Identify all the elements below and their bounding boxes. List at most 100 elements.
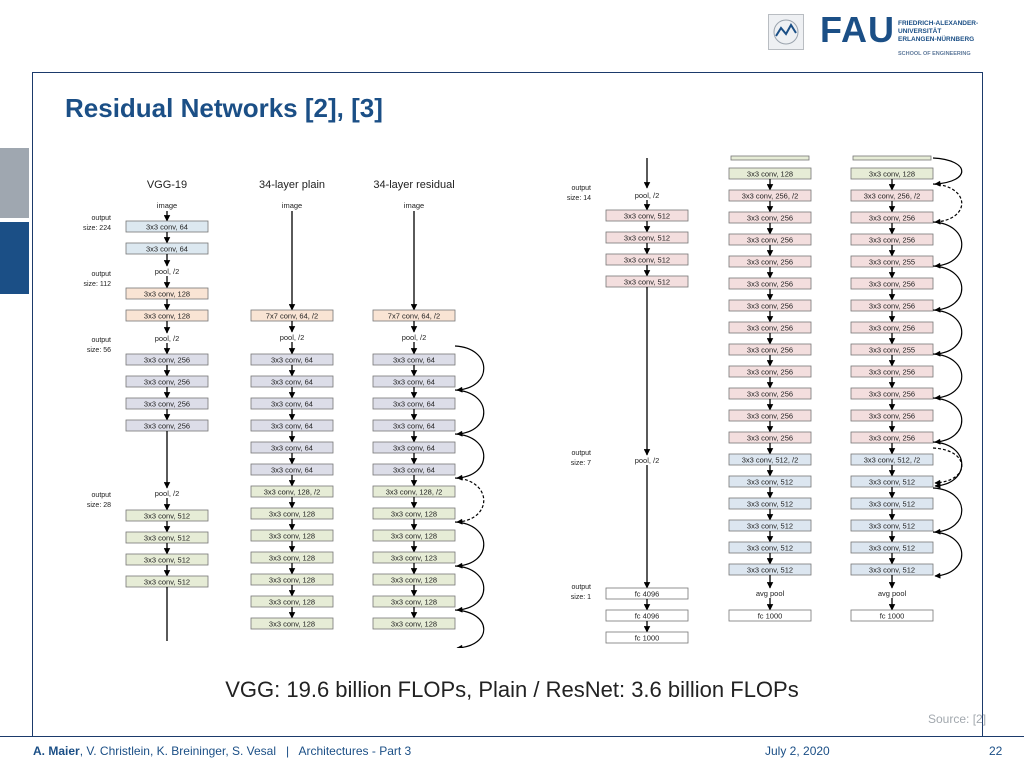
- layer-label: pool, /2: [155, 334, 180, 343]
- layer-label: 3x3 conv, 256: [747, 280, 793, 289]
- layer-label: 3x3 conv, 512, /2: [742, 456, 799, 465]
- layer-label: 3x3 conv, 512: [747, 478, 793, 487]
- layer-label: 3x3 conv, 256: [747, 434, 793, 443]
- flops-caption: VGG: 19.6 billion FLOPs, Plain / ResNet:…: [225, 677, 799, 702]
- layer-label: 3x3 conv, 255: [869, 346, 915, 355]
- output-size-label: output: [572, 450, 592, 457]
- layer-label: pool, /2: [635, 456, 660, 465]
- layer-label: 3x3 conv, 128: [391, 510, 437, 519]
- footer-lecture: Architectures - Part 3: [298, 744, 412, 758]
- fau-logo: FAU: [820, 9, 895, 50]
- layer-label: 3x3 conv, 256: [869, 390, 915, 399]
- vgg-header: VGG-19: [147, 179, 187, 191]
- layer-label: 3x3 conv, 64: [393, 356, 435, 365]
- identity-shortcut: [932, 309, 963, 357]
- layer-label: 3x3 conv, 512, /2: [864, 456, 921, 465]
- layer-label: 3x3 conv, 64: [271, 444, 313, 453]
- layer-label: 3x3 conv, 256: [869, 412, 915, 421]
- output-size-label: size: 112: [84, 281, 112, 288]
- output-size-label: size: 224: [83, 225, 111, 232]
- university-name-line-3: ERLANGEN-NÜRNBERG: [898, 36, 975, 43]
- resnet-architecture-figure: VGG-19 34-layer plain 34-layer residual ima…: [83, 155, 963, 648]
- layer-label: 3x3 conv, 128: [747, 170, 793, 179]
- identity-shortcut: [454, 521, 485, 569]
- layer-label: pool, /2: [155, 489, 180, 498]
- vgg-image-label: image: [157, 201, 177, 210]
- residual-header: 34-layer residual: [373, 179, 454, 191]
- layer-label: 3x3 conv, 256: [747, 390, 793, 399]
- layer-label: 3x3 conv, 512: [869, 478, 915, 487]
- layer-label: 3x3 conv, 256: [747, 324, 793, 333]
- layer-label: pool, /2: [635, 191, 660, 200]
- layer-label: 3x3 conv, 256: [869, 324, 915, 333]
- output-size-label: output: [572, 185, 592, 192]
- layer-label: 3x3 conv, 256: [144, 356, 190, 365]
- layer-label: 3x3 conv, 256, /2: [864, 192, 921, 201]
- layer-label: 3x3 conv, 256: [869, 236, 915, 245]
- identity-shortcut: [932, 397, 963, 445]
- layer-label: 3x3 conv, 512: [869, 522, 915, 531]
- projection-shortcut: [454, 477, 485, 525]
- layer-label: 3x3 conv, 256: [747, 412, 793, 421]
- layer-label: 3x3 conv, 512: [144, 578, 190, 587]
- layer-label: 3x3 conv, 64: [271, 466, 313, 475]
- layer-box: [372, 617, 456, 630]
- layer-label: 3x3 conv, 512: [144, 534, 190, 543]
- identity-shortcut: [932, 531, 963, 579]
- identity-shortcut: [454, 345, 485, 393]
- layer-label: 3x3 conv, 128: [269, 620, 315, 629]
- frame-right-line: [982, 72, 983, 736]
- layer-label: 3x3 conv, 64: [393, 400, 435, 409]
- layer-label: 3x3 conv, 128: [869, 170, 915, 179]
- source-note: Source: [2]: [928, 712, 987, 726]
- layer-label: 3x3 conv, 512: [747, 544, 793, 553]
- layer-label: 3x3 conv, 64: [271, 400, 313, 409]
- output-size-label: output: [92, 492, 112, 499]
- layer-label: 3x3 conv, 256: [869, 368, 915, 377]
- layer-box: [250, 617, 334, 630]
- layer-label: fc 4096: [635, 590, 660, 599]
- identity-shortcut: [454, 389, 485, 437]
- footer-date: July 2, 2020: [765, 744, 830, 758]
- identity-shortcut: [932, 265, 963, 313]
- layer-label: 3x3 conv, 256: [747, 214, 793, 223]
- department-logo-icon: [768, 14, 804, 50]
- layer-label: pool, /2: [155, 267, 180, 276]
- layer-label: 3x3 conv, 64: [393, 378, 435, 387]
- layer-label: 3x3 conv, 64: [146, 245, 188, 254]
- output-size-label: output: [572, 584, 592, 591]
- plain-image-label: image: [282, 201, 302, 210]
- layer-label: 3x3 conv, 256: [747, 346, 793, 355]
- projection-shortcut: [932, 183, 963, 225]
- layer-box: [728, 609, 812, 622]
- layer-label: 3x3 conv, 256: [747, 236, 793, 245]
- layer-label: 7x7 conv, 64, /2: [266, 312, 318, 321]
- plain-header: 34-layer plain: [259, 179, 325, 191]
- layer-label: 3x3 conv, 256: [747, 368, 793, 377]
- layer-label: 3x3 conv, 512: [144, 512, 190, 521]
- output-size-label: size: 14: [567, 195, 591, 202]
- layer-label: 3x3 conv, 512: [624, 278, 670, 287]
- layer-label: 3x3 conv, 128: [269, 510, 315, 519]
- output-size-label: output: [92, 215, 112, 222]
- output-size-label: size: 7: [571, 460, 591, 467]
- layer-label: 3x3 conv, 512: [624, 212, 670, 221]
- layer-label: 3x3 conv, 256: [869, 434, 915, 443]
- output-size-label: size: 56: [87, 347, 111, 354]
- footer-authors: A. Maier, V. Christlein, K. Breininger, …: [33, 744, 411, 758]
- identity-shortcut: [932, 157, 963, 187]
- layer-label: fc 4096: [635, 612, 660, 621]
- layer-label: 3x3 conv, 512: [144, 556, 190, 565]
- identity-shortcut: [454, 433, 485, 481]
- layer-label: 3x3 conv, 128: [144, 290, 190, 299]
- layer-label: fc 1000: [635, 634, 660, 643]
- identity-shortcut: [454, 609, 485, 648]
- frame-left-line: [32, 72, 33, 736]
- footer-page-number: 22: [989, 744, 1003, 758]
- layer-label: 3x3 conv, 128: [269, 554, 315, 563]
- layer-label: 3x3 conv, 256: [747, 258, 793, 267]
- residual-image-label: image: [404, 201, 424, 210]
- layer-label: 3x3 conv, 512: [869, 500, 915, 509]
- university-name-line-2: UNIVERSITÄT: [898, 28, 942, 35]
- layer-label: avg pool: [878, 589, 907, 598]
